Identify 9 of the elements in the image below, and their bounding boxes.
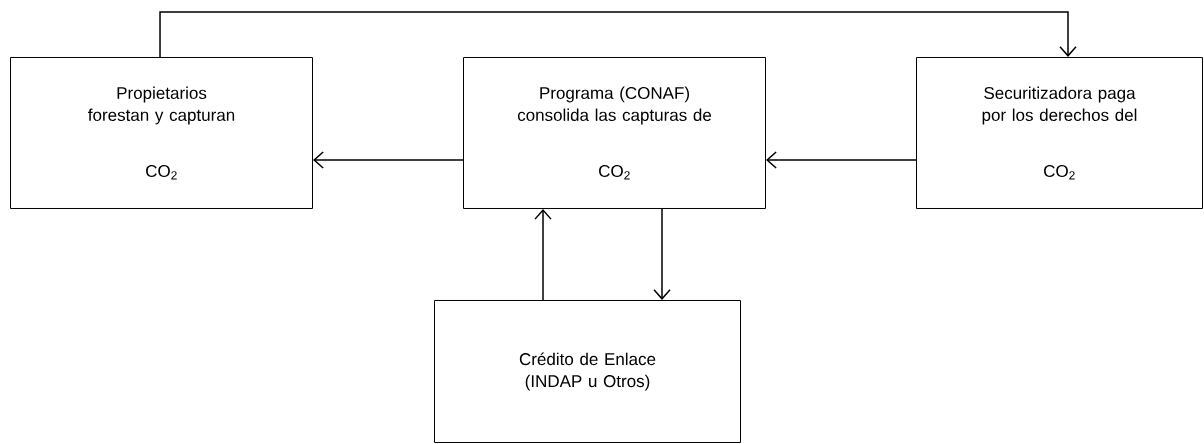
process-box: Securitizadora paga por los derechos del CO$_{2}$ <box>916 57 1203 209</box>
arrow <box>159 11 1077 58</box>
arrow <box>313 151 464 169</box>
process-box: Crédito de Enlace (INDAP u Otros) <box>434 300 741 443</box>
arrow <box>534 209 552 301</box>
arrow <box>653 208 671 300</box>
process-box: Propietarios forestan y capturan CO$_{2}$ <box>10 57 313 209</box>
arrow <box>766 151 917 169</box>
process-box: Programa (CONAF) consolida las capturas de CO$_{2}$ <box>463 57 766 209</box>
